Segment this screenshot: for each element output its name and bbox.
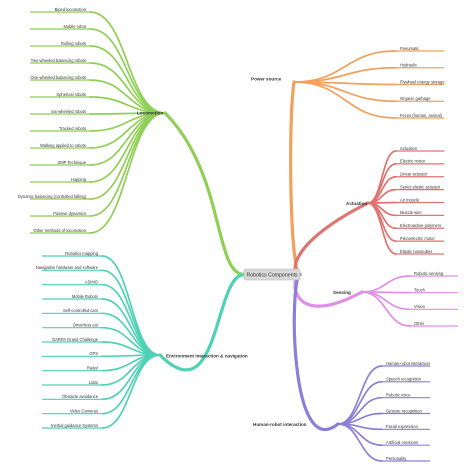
leaf-passive-dynamics[interactable]: Passive dynamics xyxy=(53,211,86,216)
leaf-two-wheeled-balancing-robots[interactable]: Two-wheeled balancing robots xyxy=(31,58,86,63)
power-link xyxy=(293,50,397,83)
power-link xyxy=(293,66,397,83)
leaf-zmp-technique[interactable]: ZMP Technique xyxy=(58,160,87,165)
leaf-driverless-car[interactable]: Driverless car xyxy=(73,322,99,327)
leaf-piezoelectric-motor[interactable]: Piezoelectric motor xyxy=(400,236,435,241)
leaf-spherical-robots[interactable]: Spherical robots xyxy=(56,92,86,97)
leaf-human-robot-interaction[interactable]: Human-robot interaction xyxy=(386,361,431,366)
branch-label-actuation[interactable]: Actuation xyxy=(346,201,367,206)
leaf-inertial-guidance-systems[interactable]: Inertial guidance Systems xyxy=(51,423,98,428)
hri-link xyxy=(337,423,383,462)
branch-label-locomotion[interactable]: Locomotion xyxy=(137,111,163,116)
leaf-feces-human-animal[interactable]: Feces (human, animal) xyxy=(400,113,442,118)
locomotion-link xyxy=(89,45,166,114)
root-label: Robotics Components xyxy=(246,273,297,279)
leaf-asimo[interactable]: ASIMO xyxy=(85,279,98,284)
root-box xyxy=(243,268,301,281)
leaf-hydraulic[interactable]: Hydraulic xyxy=(400,63,417,68)
sensing-trunk xyxy=(293,272,364,308)
leaf-air-muscle[interactable]: Air muscle xyxy=(400,197,420,202)
leaf-flywheel-energy-storage[interactable]: Flywheel energy storage xyxy=(400,79,445,84)
leaf-elastic-nanotubes[interactable]: Elastic nanotubes xyxy=(400,249,432,254)
leaf-robotic-sensing[interactable]: Robotic sensing xyxy=(414,271,444,276)
leaf-vision[interactable]: Vision xyxy=(414,304,426,309)
locomotion-link xyxy=(89,112,166,217)
leaf-touch[interactable]: Touch xyxy=(414,287,426,292)
leaf-biped-locomotion[interactable]: Biped locomotion xyxy=(55,7,87,12)
leaf-other[interactable]: Other xyxy=(414,321,425,326)
leaf-video-cameras[interactable]: Video Cameras xyxy=(70,408,98,413)
leaf-rolling-robots[interactable]: Rolling robots xyxy=(61,41,86,46)
leaf-dynamic-balancing-controlled-falling[interactable]: Dynamic balancing (controlled falling) xyxy=(18,194,87,199)
leaf-navigation-hardware-and-software[interactable]: Navigation hardware and software xyxy=(36,265,99,270)
leaf-pneumatic[interactable]: Pneumatic xyxy=(400,46,419,51)
actuation-link xyxy=(367,202,397,255)
connectors xyxy=(30,11,458,462)
leaf-artificial-emotions[interactable]: Artificial emotions xyxy=(386,440,418,445)
leaf-mobile-robots[interactable]: Mobile Robots xyxy=(72,294,98,299)
locomotion-link xyxy=(89,79,166,114)
environment-link xyxy=(101,283,161,356)
leaf-muscle-wire[interactable]: Muscle wire xyxy=(400,210,422,215)
leaf-tracked-robots[interactable]: Tracked robots xyxy=(59,126,86,131)
branch-label-power[interactable]: Power source xyxy=(251,77,282,82)
leaf-self-controlled-cars[interactable]: Self-controlled cars xyxy=(63,308,98,313)
leaf-darpa-grand-challenge[interactable]: DARPA Grand Challenge xyxy=(52,337,98,342)
locomotion-trunk xyxy=(163,111,246,277)
leaf-organic-garbage[interactable]: Organic garbage xyxy=(400,96,431,101)
environment-link xyxy=(101,354,161,429)
environment-link xyxy=(101,255,161,356)
leaf-series-elastic-actuator[interactable]: Series elastic actuator xyxy=(400,184,441,189)
root-node[interactable]: Robotics Components xyxy=(243,268,301,281)
leaf-six-wheeled-robots[interactable]: Six-wheeled robots xyxy=(51,109,86,114)
environment-trunk xyxy=(158,272,246,372)
leaf-facial-expression[interactable]: Facial expression xyxy=(386,424,419,429)
power-link xyxy=(293,81,397,119)
leaf-linear-actuator[interactable]: Linear actuator xyxy=(400,172,428,177)
sensing-link xyxy=(361,291,411,327)
leaf-mobile-robot[interactable]: Mobile robot xyxy=(63,24,86,29)
leaf-robotic-voice[interactable]: Robotic voice xyxy=(386,392,411,397)
leaf-lidar[interactable]: Lidar xyxy=(89,380,99,385)
sensing-link xyxy=(361,291,411,311)
leaf-electric-motor[interactable]: Electric motor xyxy=(400,159,426,164)
leaf-gps[interactable]: GPS xyxy=(89,351,98,356)
leaf-hopping[interactable]: Hopping xyxy=(71,177,87,182)
locomotion-link xyxy=(89,112,166,200)
branch-label-environment[interactable]: Environment interaction & navigation xyxy=(166,354,248,359)
leaf-robotics-mapping[interactable]: Robotics mapping xyxy=(65,251,98,256)
leaf-radar[interactable]: Radar xyxy=(87,365,99,370)
branch-label-sensing[interactable]: Sensing xyxy=(333,290,351,295)
hri-trunk xyxy=(292,272,340,431)
leaf-other-methods-of-locomotion[interactable]: Other methods of locomotion xyxy=(33,228,86,233)
locomotion-link xyxy=(89,28,166,114)
hri-link xyxy=(337,365,383,425)
leaf-electroactive-polymers[interactable]: Electroactive polymers xyxy=(400,223,441,228)
actuation-trunk xyxy=(293,201,370,277)
leaf-walking-applied-to-robots[interactable]: Walking applied to robots xyxy=(40,143,86,148)
leaf-one-wheeled-balancing-robots[interactable]: One-wheeled balancing robots xyxy=(30,75,86,80)
hri-link xyxy=(337,380,383,425)
leaf-obstacle-avoidance[interactable]: Obstacle avoidance xyxy=(62,394,99,399)
leaf-actuation[interactable]: Actuation xyxy=(400,146,418,151)
sensing-link xyxy=(361,275,411,293)
branch-label-hri[interactable]: Human-robot interaction xyxy=(253,422,307,427)
locomotion-link xyxy=(89,112,166,234)
leaf-personality[interactable]: Personality xyxy=(386,456,407,461)
leaf-speech-recognition[interactable]: Speech recognition xyxy=(386,377,422,382)
leaf-gesture-recognition[interactable]: Gesture recognition xyxy=(386,408,422,413)
power-trunk xyxy=(289,80,302,277)
